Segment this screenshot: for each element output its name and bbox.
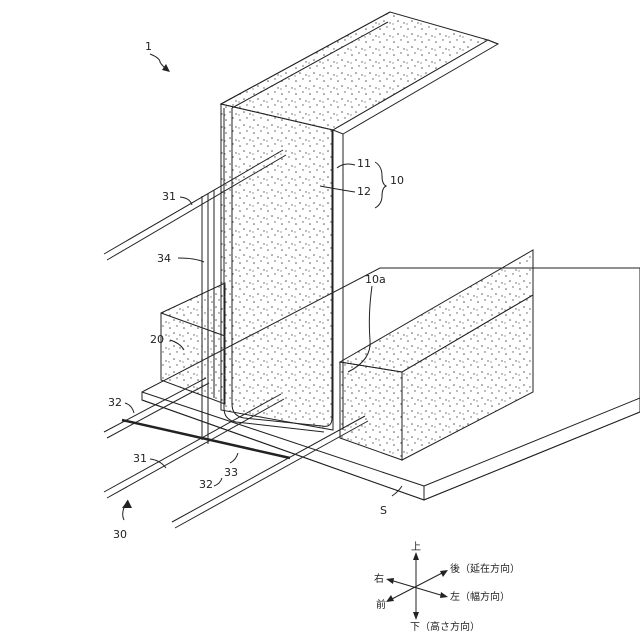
- label-31-bottom: 31: [133, 452, 147, 465]
- direction-axes: 上 後（延在方向） 右 左（幅方向） 前 下（高さ方向）: [374, 541, 520, 633]
- label-1: 1: [145, 40, 152, 53]
- label-34: 34: [157, 252, 171, 265]
- label-s: S: [380, 504, 387, 517]
- label-33: 33: [224, 466, 238, 479]
- label-11: 11: [357, 157, 371, 170]
- label-32-bottom: 32: [199, 478, 213, 491]
- label-12: 12: [357, 185, 371, 198]
- axis-left: 左（幅方向）: [450, 590, 510, 603]
- axis-back: 後（延在方向）: [450, 562, 520, 575]
- label-30: 30: [113, 528, 127, 541]
- axis-down: 下（高さ方向）: [410, 620, 480, 633]
- label-32-top: 32: [108, 396, 122, 409]
- label-31-top: 31: [162, 190, 176, 203]
- label-20: 20: [150, 333, 164, 346]
- axis-front: 前: [376, 598, 386, 611]
- axis-up: 上: [411, 541, 421, 553]
- axis-right: 右: [374, 572, 384, 585]
- label-10: 10: [390, 174, 404, 187]
- label-10a: 10a: [365, 273, 386, 286]
